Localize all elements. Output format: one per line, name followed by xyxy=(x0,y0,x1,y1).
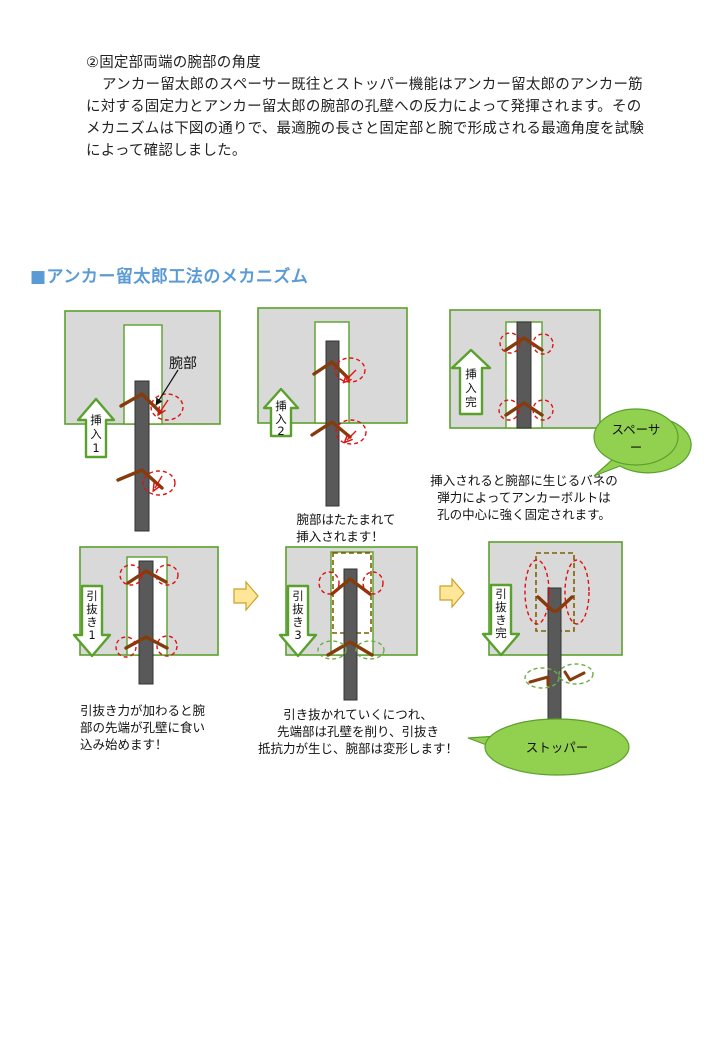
highlight-lower xyxy=(142,470,176,496)
highlight-wear xyxy=(317,640,347,660)
step-label-char: 完 xyxy=(465,395,477,409)
paragraph-body: アンカー留太郎のスペーサー既往とストッパー機能はアンカー留太郎のアンカー筋に対す… xyxy=(86,77,645,159)
highlight-upper xyxy=(150,393,184,421)
anchor-rod xyxy=(134,380,150,532)
step-label-char: 3 xyxy=(294,628,301,642)
pull-arrow-3 xyxy=(278,584,318,658)
caption-pull-3: 先端部は孔壁を削り、引抜き xyxy=(277,724,439,739)
expand-arrow-lower xyxy=(155,475,163,488)
step-label-char: 引 xyxy=(86,589,98,603)
highlight xyxy=(155,564,179,586)
panel-pull-1: 引 抜 き 1 xyxy=(72,546,219,685)
intro-paragraph: ②固定部両端の腕部の角度 アンカー留太郎のスペーサー既往とストッパー機能はアンカ… xyxy=(86,52,646,162)
arm-upper xyxy=(330,577,372,596)
step-label-char: 2 xyxy=(277,424,284,438)
highlight-detached xyxy=(524,667,560,689)
panel-insert-2: 挿 入 2 xyxy=(257,307,408,507)
arm-lower xyxy=(326,640,374,657)
step-label-char: 入 xyxy=(90,427,102,441)
highlight-wear xyxy=(355,640,385,660)
pull-arrow-1 xyxy=(72,584,112,658)
fold-arrow-lower xyxy=(347,430,357,440)
arm-upper xyxy=(126,569,168,585)
section-title: ■アンカー留太郎工法のメカニズム xyxy=(30,267,309,287)
expand-arrow-upper xyxy=(160,399,169,412)
anchor-rod xyxy=(516,321,532,429)
caption-insert-2: 挿入されます！ xyxy=(296,529,384,544)
highlight xyxy=(156,635,178,657)
highlight xyxy=(119,564,143,586)
anchor-rod xyxy=(343,568,358,701)
step-label-char: 引 xyxy=(292,589,304,603)
arm-lower xyxy=(504,401,544,417)
arm-lower xyxy=(310,420,352,439)
highlight xyxy=(318,571,340,595)
paragraph-heading: ②固定部両端の腕部の角度 xyxy=(86,55,261,71)
highlight xyxy=(115,636,137,658)
caption-insert-done: 弾力によってアンカーボルトは xyxy=(437,490,611,505)
arm-lower xyxy=(116,468,164,490)
highlight xyxy=(362,571,384,595)
arm-lower-detached xyxy=(563,670,586,682)
caption-pull-1: 込み始めます！ xyxy=(80,737,168,752)
highlight-wall-wear xyxy=(564,559,590,625)
caption-pull-3: 抵抗力が生じ、腕部は変形します！ xyxy=(258,741,458,756)
step-label-char: 入 xyxy=(275,412,287,426)
arm-upper xyxy=(312,360,350,380)
insert-done-arrow xyxy=(450,348,492,416)
step-label-char: き xyxy=(495,613,507,627)
step-label-char: 挿 xyxy=(465,367,477,381)
step-label-char: 引 xyxy=(495,587,507,601)
caption-pull-1: 引抜き力が加わると腕 xyxy=(80,703,205,718)
panel-pull-done: 引 抜 き 完 ストッパー xyxy=(467,541,630,776)
arm-upper xyxy=(119,392,162,414)
highlight-wall-wear xyxy=(524,559,550,625)
spacer-label: スペーサ xyxy=(612,422,661,437)
caption-pull-3: 引き抜かれていくにつれ、 xyxy=(283,707,433,722)
caption-insert-done: 挿入されると腕部に生じるバネの xyxy=(430,473,618,488)
panel-pull-3: 引 抜 き 3 xyxy=(278,546,418,701)
insert-arrow-2 xyxy=(262,387,300,438)
spacer-label: ー xyxy=(630,440,643,455)
arm-upper-deformed xyxy=(536,595,574,613)
pull-done-arrow xyxy=(481,583,521,657)
step-label-char: 1 xyxy=(92,441,99,455)
sequence-arrow xyxy=(233,580,259,612)
step-label-char: 抜 xyxy=(86,602,98,616)
step-label-char: 挿 xyxy=(90,413,102,427)
step-label-char: き xyxy=(86,615,98,629)
highlight xyxy=(499,332,521,354)
spacer-callout-body xyxy=(593,408,679,466)
arm-lower xyxy=(124,635,169,650)
arm-label: 腕部 xyxy=(169,356,197,372)
highlight xyxy=(498,399,520,421)
step-label-char: 1 xyxy=(88,628,95,642)
panel-insert-1: 腕部 挿 入 1 xyxy=(64,310,221,532)
stopper-callout xyxy=(484,718,630,776)
sequence-arrow xyxy=(439,577,465,609)
step-label-char: 抜 xyxy=(292,602,304,616)
fold-arrow-upper xyxy=(346,369,357,380)
insert-arrow-1 xyxy=(76,397,116,459)
panel-insert-done: 挿 入 完 スペーサ ー xyxy=(449,309,692,477)
caption-insert-2: 腕部はたたまれて xyxy=(296,512,395,527)
highlight xyxy=(532,333,554,355)
highlight-lower xyxy=(335,419,367,445)
highlight xyxy=(532,399,554,421)
caption-pull-1: 部の先端が孔壁に食い xyxy=(80,720,205,735)
arm-upper xyxy=(504,336,544,352)
arm-lower-detached xyxy=(528,675,550,687)
step-label-char: 抜 xyxy=(495,600,507,614)
original-position-outline xyxy=(535,552,575,632)
step-label-char: き xyxy=(292,615,304,629)
anchor-rod xyxy=(138,560,154,685)
step-label-char: 挿 xyxy=(275,399,287,413)
step-label-char: 入 xyxy=(465,381,477,395)
arm-label-pointer xyxy=(155,369,179,406)
step-label-char: 完 xyxy=(495,626,507,640)
caption-insert-done: 孔の中心に強く固定されます。 xyxy=(437,507,611,522)
stopper-label: ストッパー xyxy=(526,740,589,755)
highlight-detached xyxy=(558,663,594,685)
